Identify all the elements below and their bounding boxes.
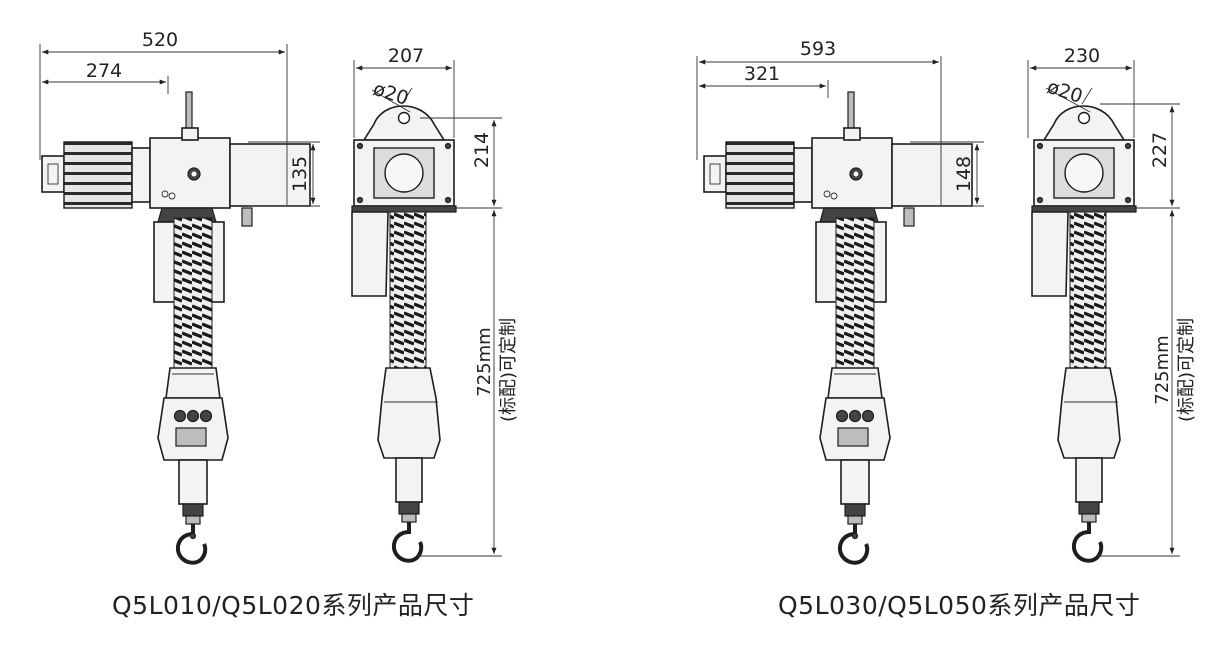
left-overall-width-label: 520	[142, 29, 178, 51]
right-cable-note-label: (标配)可定制	[1176, 318, 1197, 422]
right-hole-diameter-label: ø20	[1044, 76, 1085, 108]
left-hole-diameter-label: ø20	[370, 78, 411, 110]
right-dimension-labels: 593 321 230 ø20 148 227 725mm (标配)可定制	[744, 38, 1197, 422]
left-caption: Q5L010/Q5L020系列产品尺寸	[112, 591, 475, 620]
left-dimension-lines	[39, 44, 502, 557]
left-side-view	[350, 104, 458, 563]
left-dimension-labels: 520 274 207 ø20 135 214 725mm (标配)可定制	[86, 29, 519, 422]
right-side-height-label: 227	[1149, 132, 1171, 168]
right-side-width-label: 230	[1064, 45, 1100, 67]
left-cable-note-label: (标配)可定制	[498, 318, 519, 422]
left-offset-width-label: 274	[86, 60, 122, 82]
left-body-height-label: 135	[289, 156, 311, 192]
right-front-view	[702, 90, 974, 565]
left-cable-length-label: 725mm	[474, 327, 495, 396]
right-caption: Q5L030/Q5L050系列产品尺寸	[778, 591, 1141, 620]
left-side-height-label: 214	[471, 132, 493, 168]
right-dimension-lines	[696, 56, 1180, 557]
right-overall-width-label: 593	[800, 38, 836, 60]
right-side-view	[1030, 104, 1138, 563]
right-offset-width-label: 321	[744, 63, 780, 85]
right-body-height-label: 148	[953, 156, 975, 192]
left-side-width-label: 207	[388, 45, 424, 67]
left-front-view	[40, 90, 312, 565]
right-cable-length-label: 725mm	[1152, 335, 1173, 404]
